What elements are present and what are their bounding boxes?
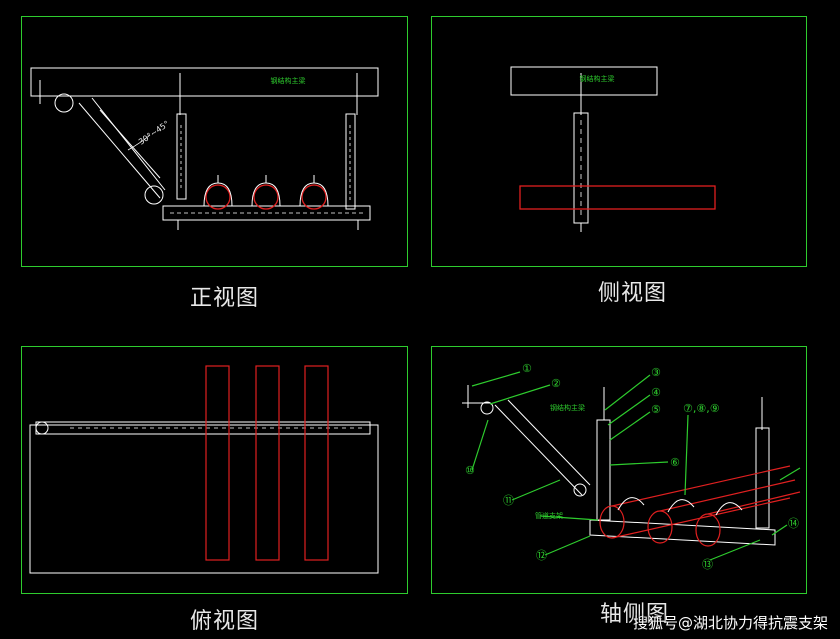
iso-view-drawing (462, 385, 801, 547)
side-view-caption: 侧视图 (598, 281, 668, 306)
front-beam-label: 钢结构主梁 (271, 76, 306, 85)
watermark: 搜狐号@湖北协力得抗震支架 (632, 614, 828, 632)
iso-view-panel (431, 346, 807, 594)
callout-9: ⑪ (503, 494, 514, 507)
front-view-panel (21, 16, 408, 267)
callout-12: ⑭ (788, 517, 799, 530)
top-pipe-1 (205, 365, 230, 561)
callout-7: ⑦,⑧,⑨ (683, 402, 720, 415)
iso-callout-arrows (471, 371, 801, 561)
callout-10: ⑫ (536, 549, 547, 562)
front-bottom-channel (162, 205, 371, 221)
callout-6: ⑥ (670, 456, 680, 469)
top-view-panel (21, 346, 408, 594)
front-view-caption: 正视图 (190, 286, 260, 311)
iso-diagonal-brace (494, 404, 583, 496)
callout-8: ⑩ (465, 464, 475, 477)
iso-channel-left (596, 419, 611, 521)
iso-bottom-channel (589, 519, 776, 546)
top-view-caption: 俯视图 (190, 609, 260, 634)
callout-1: ① (522, 362, 532, 375)
front-pipes (205, 184, 327, 210)
callout-2: ② (551, 377, 561, 390)
front-steel-beam (30, 67, 379, 97)
callout-3: ③ (651, 366, 661, 379)
side-steel-beam (510, 66, 658, 96)
side-view-drawing (510, 66, 716, 232)
iso-channel-right (755, 427, 770, 529)
iso-pipes (599, 465, 801, 547)
iso-view-caption: 轴侧图 (600, 602, 670, 627)
callout-4: ④ (651, 386, 661, 399)
iso-callout-labels: ① ② ③ ④ ⑤ ⑥ ⑦,⑧,⑨ ⑩ ⑪ ⑫ ⑬ ⑭ (465, 362, 799, 571)
front-diagonal-brace (78, 102, 161, 199)
front-view-drawing (30, 67, 379, 230)
front-channel-left (176, 113, 187, 200)
iso-beam-label: 钢结构主梁 (550, 403, 585, 412)
side-pipe (519, 185, 716, 210)
top-steel-beam-outline (29, 424, 379, 574)
callout-5: ⑤ (651, 403, 661, 416)
top-pipe-2 (255, 365, 280, 561)
top-view-drawing (29, 365, 379, 574)
front-angle-label: 30°~45° (137, 119, 171, 146)
side-beam-label: 钢结构主梁 (580, 74, 615, 83)
side-view-panel (431, 16, 807, 267)
top-pipe-3 (304, 365, 329, 561)
callout-11: ⑬ (702, 558, 713, 571)
front-channel-right (345, 113, 356, 210)
iso-pipe-label: 管道支架 (535, 511, 563, 520)
